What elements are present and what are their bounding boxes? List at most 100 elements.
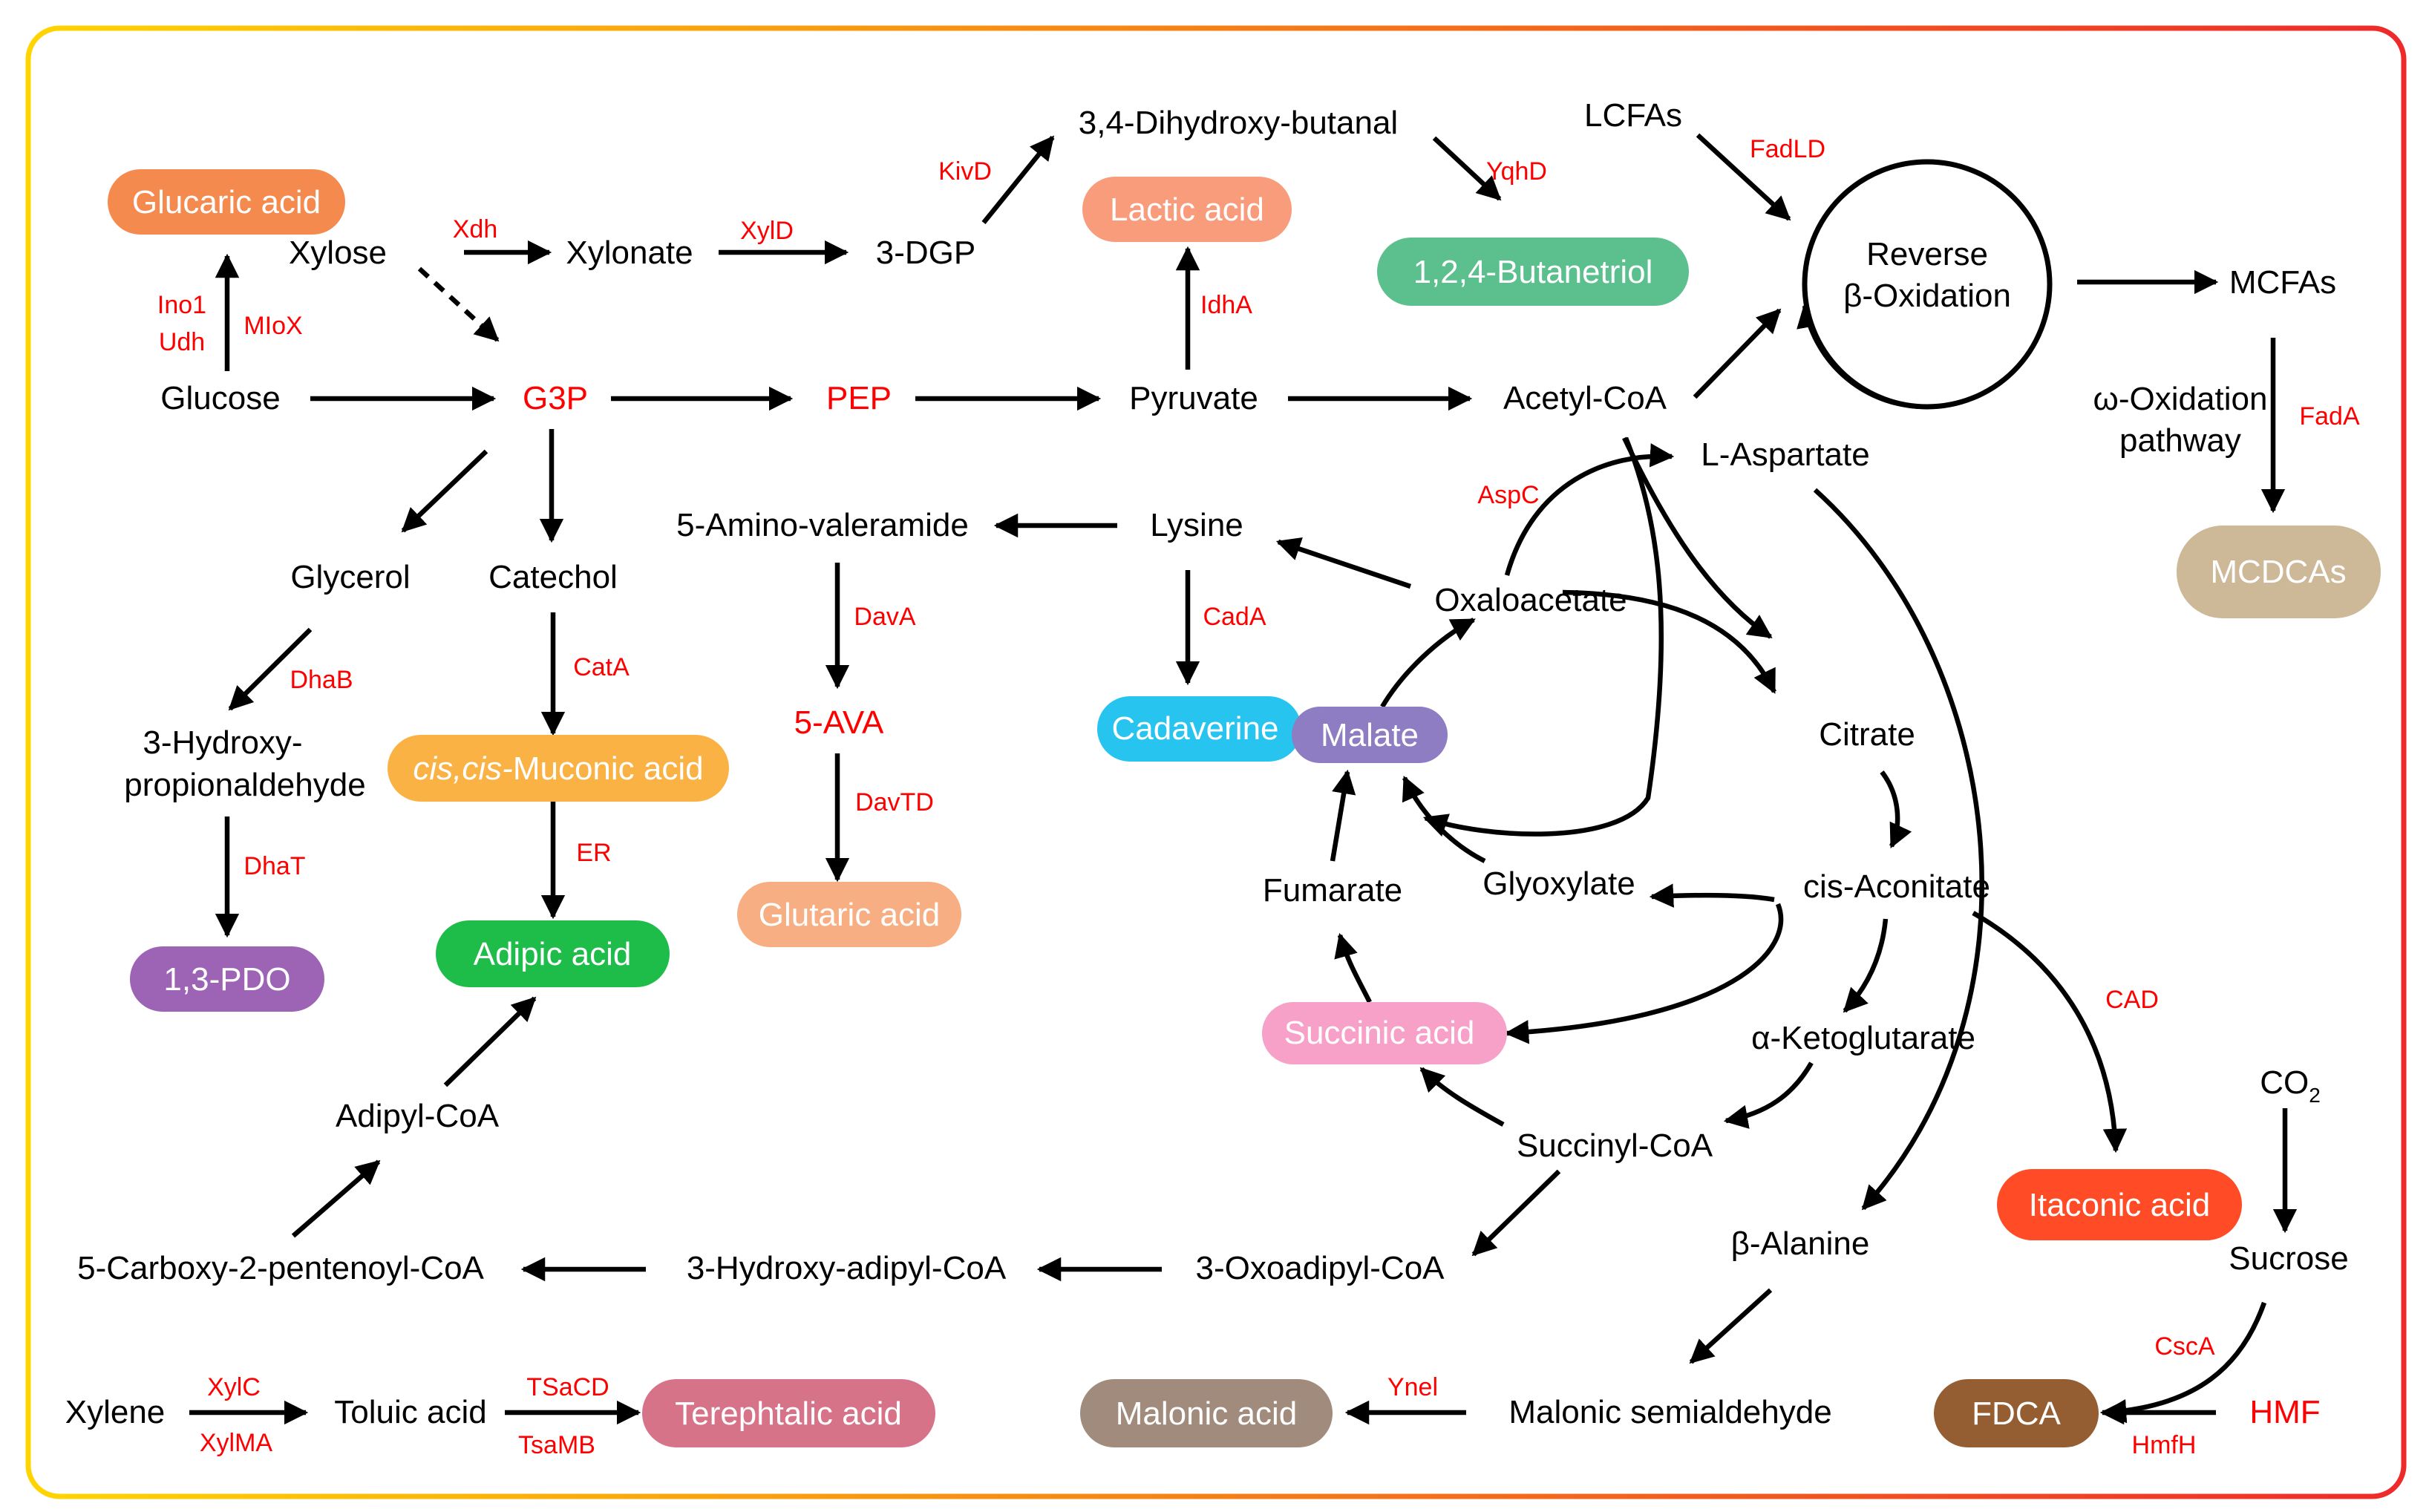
enzyme-xyld: XylD — [740, 217, 794, 245]
arrow-fumarate-malate — [1330, 769, 1356, 862]
sucrose-label: Sucrose — [2229, 1240, 2348, 1277]
lactic-acid-label: Lactic acid — [1110, 192, 1264, 228]
arrow-adipyl-coa-adipic — [443, 996, 537, 1087]
l-aspartate-label: L-Aspartate — [1701, 436, 1869, 473]
enzyme-kivd: KivD — [938, 157, 992, 186]
arrow-xylose-g3p-dashed — [417, 266, 500, 342]
fumarate-label: Fumarate — [1263, 872, 1402, 909]
enzyme-labels: Xdh XylD KivD YqhD FadLD Ino1 Udh MIoX I… — [157, 135, 2360, 1459]
enzyme-xylma: XylMA — [200, 1429, 273, 1457]
arrow-citrate-cis-aconitate — [1880, 770, 1912, 848]
adipic-acid-pill — [436, 920, 670, 987]
muconic-name: Muconic acid — [513, 750, 704, 787]
malonic-acid-pill — [1080, 1379, 1333, 1447]
arrow-cis-aconitate-alpha-kg — [1843, 918, 1889, 1013]
arrow-cis-aconitate-succinic — [1504, 903, 1784, 1044]
cadaverine-label: Cadaverine — [1111, 710, 1278, 747]
arrow-layer — [189, 133, 2298, 1425]
glucose-label: Glucose — [160, 380, 280, 416]
enzyme-er: ER — [576, 839, 611, 867]
enzyme-dava: DavA — [854, 603, 915, 631]
alpha-ketoglutarate-label: α-Ketoglutarate — [1751, 1020, 1975, 1056]
toluic-acid-label: Toluic acid — [334, 1394, 486, 1430]
arrow-acetyl-coa-reverse-beta-oxidation — [1693, 308, 1782, 399]
butanetriol-pill — [1377, 238, 1689, 306]
enzyme-xylc: XylC — [207, 1373, 261, 1401]
cadaverine-pill — [1097, 696, 1301, 762]
arrow-succinyl-coa-oxoadipyl — [1471, 1169, 1561, 1257]
lysine-label: Lysine — [1150, 507, 1243, 543]
enzyme-ino1: Ino1 — [157, 291, 206, 319]
amino-valeramide-label: 5-Amino-valeramide — [676, 507, 969, 543]
diagram-frame — [25, 25, 2407, 1499]
metabolite-labels: Xylose Xylonate 3-DGP 3,4-Dihydroxy-buta… — [65, 97, 2349, 1430]
5ava-label: 5-AVA — [794, 704, 884, 741]
xylonate-label: Xylonate — [566, 235, 693, 271]
glutaric-acid-label: Glutaric acid — [759, 897, 941, 933]
cis-aconitate-label: cis-Aconitate — [1803, 868, 1990, 905]
arrow-acetyl-coa-citrate — [1622, 436, 1773, 639]
enzyme-csca: CscA — [2154, 1332, 2215, 1361]
xylose-label: Xylose — [289, 235, 387, 271]
fdca-pill — [1934, 1379, 2099, 1447]
arrow-oxaloacetate-citrate — [1562, 589, 1776, 694]
hydroxypropionaldehyde-line1: 3-Hydroxy- — [143, 724, 302, 761]
hydroxypropionaldehyde-line2: propionaldehyde — [124, 767, 365, 803]
glycerol-label: Glycerol — [290, 559, 410, 595]
reverse-beta-oxidation-cycle — [1802, 159, 2053, 410]
beta-alanine-label: β-Alanine — [1731, 1225, 1870, 1262]
succinic-acid-pill — [1262, 1002, 1507, 1064]
3dgp-label: 3-DGP — [876, 235, 975, 271]
reverse-label: Reverse — [1866, 236, 1988, 272]
arrow-glyoxylate-malate — [1402, 776, 1486, 863]
arrow-sucrose-fdca — [2102, 1301, 2267, 1424]
arrow-butanal-butanetriol — [1432, 136, 1502, 201]
beta-oxidation-label: β-Oxidation — [1843, 278, 2011, 314]
muconic-acid-label: cis,cis-Muconic acid — [413, 750, 703, 787]
enzyme-hmfh: HmfH — [2132, 1431, 2197, 1459]
citrate-label: Citrate — [1819, 716, 1915, 753]
adipic-acid-label: Adipic acid — [474, 936, 632, 972]
mcfas-label: MCFAs — [2229, 264, 2336, 301]
enzyme-miox: MIoX — [243, 312, 302, 340]
terephtalic-acid-pill — [642, 1379, 935, 1447]
arrow-l-aspartate-beta-alanine — [1813, 488, 1984, 1211]
malate-pill — [1292, 707, 1448, 763]
carboxy-pentenoyl-coa-label: 5-Carboxy-2-pentenoyl-CoA — [77, 1250, 484, 1286]
arrow-cis-aconitate-glyoxylate — [1649, 883, 1775, 908]
arrow-succinic-fumarate — [1334, 932, 1372, 1004]
arrow-lcfas-reverse-beta-oxidation — [1696, 133, 1791, 221]
terephtalic-acid-label: Terephtalic acid — [675, 1395, 902, 1432]
enzyme-dhab: DhaB — [290, 666, 353, 694]
hmf-label: HMF — [2249, 1394, 2320, 1430]
xylene-label: Xylene — [65, 1394, 166, 1430]
arrow-beta-alanine-malonic-semialdehyde — [1689, 1288, 1773, 1364]
lcfas-label: LCFAs — [1584, 97, 1682, 134]
glyoxylate-label: Glyoxylate — [1482, 865, 1635, 902]
co2-main: CO — [2260, 1064, 2309, 1101]
muconic-italic-prefix: cis,cis- — [413, 750, 512, 787]
glutaric-acid-pill — [737, 882, 961, 947]
glucaric-acid-label: Glucaric acid — [132, 184, 321, 220]
arrow-g3p-glycerol — [401, 449, 488, 533]
acetyl-coa-label: Acetyl-CoA — [1503, 380, 1667, 416]
arrow-3dgp-butanal — [981, 135, 1055, 225]
enzyme-cad: CAD — [2105, 986, 2159, 1014]
lactic-acid-pill — [1082, 177, 1292, 242]
glucaric-acid-pill — [108, 169, 345, 235]
co2-label: CO2 — [2260, 1064, 2321, 1107]
enzyme-yqhd: YqhD — [1486, 157, 1547, 186]
malonic-acid-label: Malonic acid — [1116, 1395, 1298, 1432]
enzyme-dhat: DhaT — [243, 852, 305, 880]
enzyme-aspc: AspC — [1477, 481, 1539, 509]
arrow-oxaloacetate-lysine — [1275, 537, 1412, 589]
arrow-acetyl-coa-malate — [1422, 436, 1664, 837]
adipyl-coa-label: Adipyl-CoA — [336, 1098, 500, 1134]
arrow-succinyl-coa-succinic — [1419, 1067, 1505, 1127]
pyruvate-label: Pyruvate — [1129, 380, 1258, 416]
pdo-label: 1,3-PDO — [163, 961, 290, 998]
oxoadipyl-coa-label: 3-Oxoadipyl-CoA — [1195, 1250, 1445, 1286]
succinyl-coa-label: Succinyl-CoA — [1517, 1128, 1713, 1164]
arrow-oxaloacetate-l-aspartate — [1504, 443, 1675, 576]
